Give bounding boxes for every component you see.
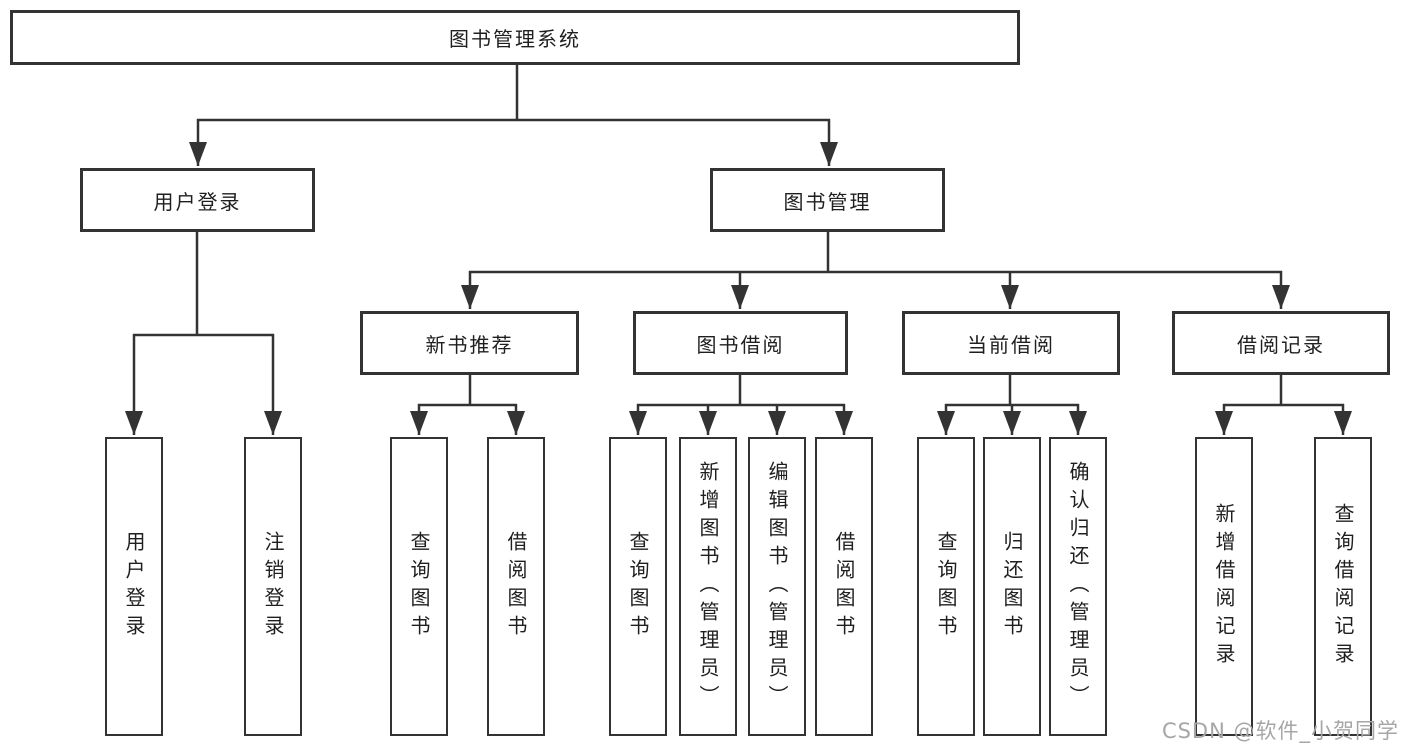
node-label: 查询图书 (934, 530, 958, 643)
leaf-nb-query-books: 查询图书 (390, 437, 448, 736)
node-label: 借阅图书 (504, 530, 528, 643)
node-book-management-module: 图书管理 (710, 168, 945, 232)
node-label: 当前借阅 (967, 332, 1055, 357)
leaf-logout: 注销登录 (244, 437, 302, 736)
node-borrow-records: 借阅记录 (1172, 311, 1390, 375)
leaf-user-login: 用户登录 (105, 437, 163, 736)
node-label: 编辑图书（管理员） (765, 460, 789, 713)
node-label: 归还图书 (1000, 530, 1024, 643)
leaf-cb-query-books: 查询图书 (917, 437, 975, 736)
node-current-borrow: 当前借阅 (902, 311, 1120, 375)
node-library-management-system: 图书管理系统 (10, 10, 1020, 65)
node-label: 图书借阅 (696, 332, 785, 357)
node-label: 用户登录 (153, 189, 242, 214)
node-new-book-recommend: 新书推荐 (360, 311, 579, 375)
leaf-cb-confirm-return-admin: 确认归还（管理员） (1049, 437, 1107, 736)
node-label: 新书推荐 (425, 332, 514, 357)
leaf-bb-add-books-admin: 新增图书（管理员） (679, 437, 737, 736)
leaf-br-add-record: 新增借阅记录 (1195, 437, 1253, 736)
node-label: 查询图书 (626, 530, 650, 643)
leaf-bb-query-books: 查询图书 (609, 437, 667, 736)
node-book-borrow: 图书借阅 (633, 311, 848, 375)
node-label: 查询借阅记录 (1331, 502, 1355, 671)
node-label: 确认归还（管理员） (1066, 460, 1090, 713)
node-label: 图书管理 (783, 189, 872, 214)
leaf-cb-return-books: 归还图书 (983, 437, 1041, 736)
leaf-bb-edit-books-admin: 编辑图书（管理员） (748, 437, 806, 736)
node-label: 借阅记录 (1237, 332, 1325, 357)
node-label: 新增图书（管理员） (696, 460, 720, 713)
csdn-watermark: CSDN @软件_小贺同学 (1161, 719, 1399, 743)
node-label: 新增借阅记录 (1212, 502, 1236, 671)
node-label: 注销登录 (261, 530, 285, 643)
node-label: 查询图书 (407, 530, 431, 643)
node-label: 借阅图书 (832, 530, 856, 643)
node-user-login-module: 用户登录 (80, 168, 315, 232)
node-label: 图书管理系统 (449, 27, 581, 51)
leaf-bb-borrow-books: 借阅图书 (815, 437, 873, 736)
leaf-br-query-record: 查询借阅记录 (1314, 437, 1372, 736)
leaf-nb-borrow-books: 借阅图书 (487, 437, 545, 736)
node-label: 用户登录 (122, 530, 146, 643)
